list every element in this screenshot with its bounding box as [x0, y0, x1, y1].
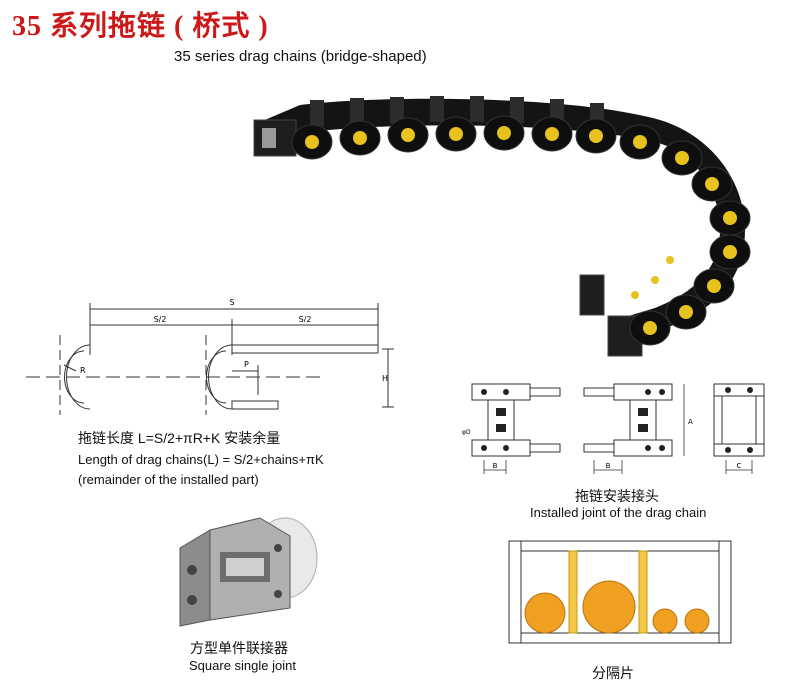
dim-r-label: R: [80, 366, 86, 375]
dim-b-left-label: B: [493, 462, 498, 470]
page-title: 35 系列拖链 ( 桥式 ): [12, 11, 269, 42]
dim-h-label: H: [382, 374, 388, 383]
dim-a-label: A: [688, 418, 693, 426]
dim-d-label: φD: [462, 429, 471, 436]
joint-caption-cn: 拖链安装接头: [575, 488, 659, 504]
separator-diagram: [508, 540, 732, 644]
dim-p-label: P: [244, 360, 249, 369]
formula-cn: 拖链长度 L=S/2+πR+K 安装余量: [78, 430, 281, 446]
chain-length-diagram: S S/2 S/2 R P H: [26, 298, 394, 415]
installed-joint-diagram: B B A C φD: [462, 383, 765, 474]
drag-chain-image: [253, 96, 751, 357]
page-subtitle: 35 series drag chains (bridge-shaped): [174, 48, 427, 65]
dim-c-label: C: [737, 462, 742, 470]
formula-en-line2: (remainder of the installed part): [78, 472, 259, 487]
formula-en-line1: Length of drag chains(L) = S/2+chains+πK: [78, 452, 324, 467]
square-joint-image: [179, 517, 318, 627]
square-joint-caption-en: Square single joint: [189, 658, 296, 673]
dim-half-right-label: S/2: [299, 315, 312, 324]
separator-caption-cn: 分隔片: [592, 665, 634, 681]
square-joint-caption-cn: 方型单件联接器: [190, 640, 288, 656]
dim-s-label: S: [229, 298, 234, 307]
dim-b-mid-label: B: [606, 462, 611, 470]
joint-caption-en: Installed joint of the drag chain: [530, 505, 707, 520]
dim-half-left-label: S/2: [154, 315, 167, 324]
